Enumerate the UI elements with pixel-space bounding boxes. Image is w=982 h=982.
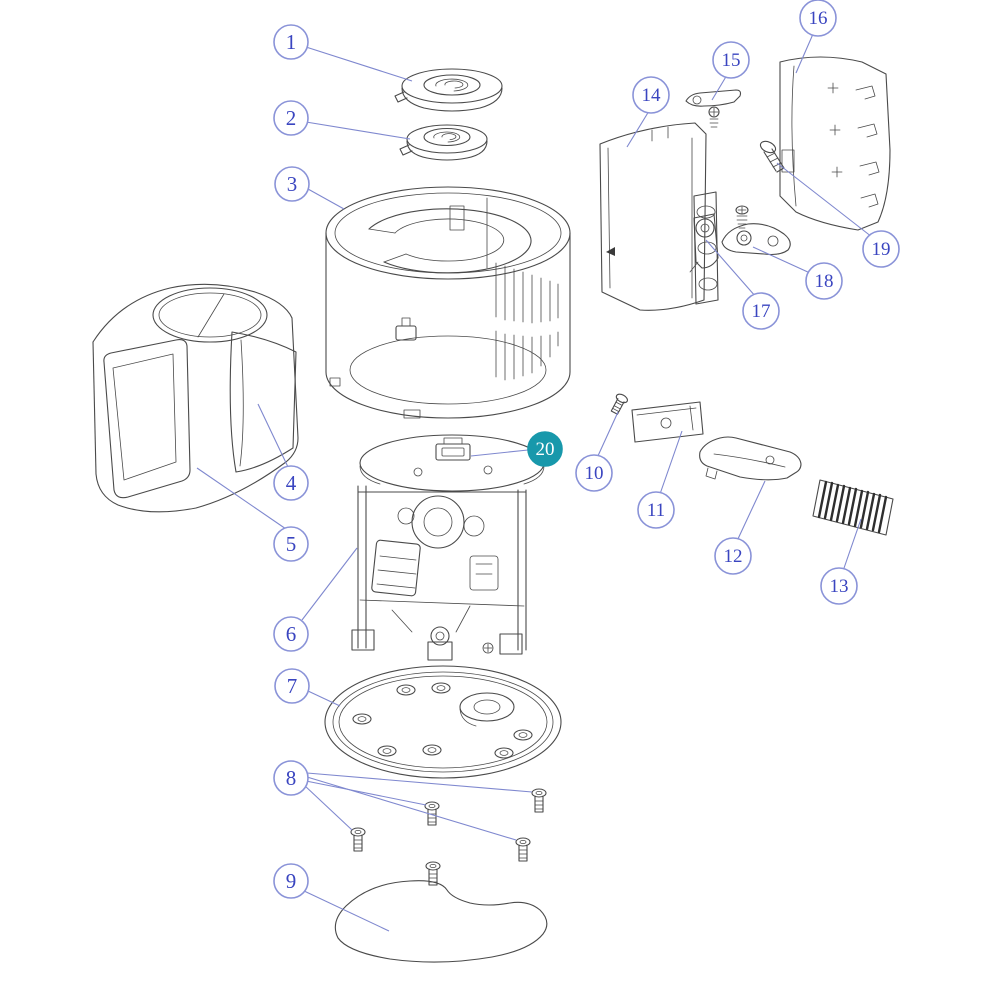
svg-text:2: 2 xyxy=(286,106,297,130)
leader-line-9 xyxy=(301,889,390,932)
leader-line-6 xyxy=(301,547,358,621)
leader-line-8a xyxy=(306,772,533,793)
callout-2: 2 xyxy=(273,100,309,136)
callout-17: 17 xyxy=(742,292,780,330)
leader-line-2 xyxy=(305,121,411,140)
leader-line-5 xyxy=(196,467,287,530)
part-hinge-arm-drawing xyxy=(689,213,719,273)
callout-14: 14 xyxy=(632,76,670,114)
part-outer-shell-drawing xyxy=(92,283,299,513)
callout-18: 18 xyxy=(805,262,843,300)
svg-text:11: 11 xyxy=(647,500,665,521)
part-hook-panel-drawing xyxy=(779,56,891,231)
callout-6: 6 xyxy=(273,616,309,652)
svg-text:10: 10 xyxy=(585,463,604,484)
svg-text:15: 15 xyxy=(722,50,741,71)
leader-lines xyxy=(196,33,873,932)
part-main-housing-drawing xyxy=(325,186,571,419)
callouts: 1 2 3 4 5 6 7 8 9 10 11 12 13 14 15 16 1… xyxy=(273,0,900,899)
svg-text:1: 1 xyxy=(286,30,297,54)
svg-text:5: 5 xyxy=(286,532,297,556)
callout-20-highlighted: 20 xyxy=(527,431,563,467)
part-battery-door-drawing xyxy=(599,122,719,311)
svg-text:17: 17 xyxy=(752,301,771,322)
leader-line-1 xyxy=(305,46,413,82)
leader-line-18 xyxy=(752,246,811,274)
callout-16: 16 xyxy=(799,0,837,37)
leader-line-13 xyxy=(842,518,862,572)
callout-15: 15 xyxy=(712,41,750,79)
svg-text:7: 7 xyxy=(287,674,298,698)
callout-13: 13 xyxy=(820,567,858,605)
part-top-knob-drawing xyxy=(394,68,503,112)
callout-19: 19 xyxy=(862,230,900,268)
callout-8: 8 xyxy=(273,760,309,796)
leader-line-20 xyxy=(470,449,529,457)
leader-line-15 xyxy=(711,74,728,101)
leader-line-4 xyxy=(257,403,289,468)
svg-text:6: 6 xyxy=(286,622,297,646)
part-inner-cap-drawing xyxy=(399,124,488,161)
part-bottom-cover-drawing xyxy=(334,861,548,963)
leader-line-17 xyxy=(705,239,757,298)
leader-line-8d xyxy=(303,784,353,831)
leader-line-3 xyxy=(307,188,345,210)
part-inner-liner-drawing xyxy=(229,331,297,473)
svg-text:12: 12 xyxy=(724,546,743,567)
leader-line-8b xyxy=(306,776,517,841)
svg-text:9: 9 xyxy=(286,869,297,893)
leader-line-19 xyxy=(776,162,873,238)
callout-10: 10 xyxy=(575,454,613,492)
leader-line-11 xyxy=(659,430,683,495)
callout-11: 11 xyxy=(637,491,675,529)
svg-text:3: 3 xyxy=(287,172,298,196)
leader-line-7 xyxy=(307,690,341,707)
svg-text:20: 20 xyxy=(536,439,555,460)
part-small-screw-drawing xyxy=(610,393,628,415)
leader-line-10 xyxy=(596,411,619,459)
svg-text:8: 8 xyxy=(286,766,297,790)
leader-line-16 xyxy=(795,33,814,74)
part-retaining-clip-drawing xyxy=(685,89,742,128)
callout-1: 1 xyxy=(273,24,309,60)
callout-5: 5 xyxy=(273,526,309,562)
leader-line-12 xyxy=(736,480,766,542)
callout-9: 9 xyxy=(273,863,309,899)
callout-3: 3 xyxy=(274,166,310,202)
svg-text:18: 18 xyxy=(815,271,834,292)
part-bracket-drawing xyxy=(699,436,802,481)
part-base-plate-drawing xyxy=(324,665,562,779)
part-screws-drawing xyxy=(350,788,547,862)
svg-text:4: 4 xyxy=(286,471,297,495)
callout-12: 12 xyxy=(714,537,752,575)
part-grille-drawing xyxy=(812,479,894,536)
part-motor-assembly-drawing xyxy=(351,434,545,661)
svg-text:13: 13 xyxy=(830,576,849,597)
svg-text:14: 14 xyxy=(642,85,662,106)
svg-text:16: 16 xyxy=(809,8,828,29)
callout-7: 7 xyxy=(274,668,310,704)
part-screw-19-drawing xyxy=(759,140,785,173)
svg-text:19: 19 xyxy=(872,239,891,260)
leader-line-8c xyxy=(305,780,427,806)
callout-4: 4 xyxy=(273,465,309,501)
leader-line-14 xyxy=(626,110,650,148)
part-latch-bracket-drawing xyxy=(721,205,791,256)
part-switch-plate-drawing xyxy=(631,401,704,443)
